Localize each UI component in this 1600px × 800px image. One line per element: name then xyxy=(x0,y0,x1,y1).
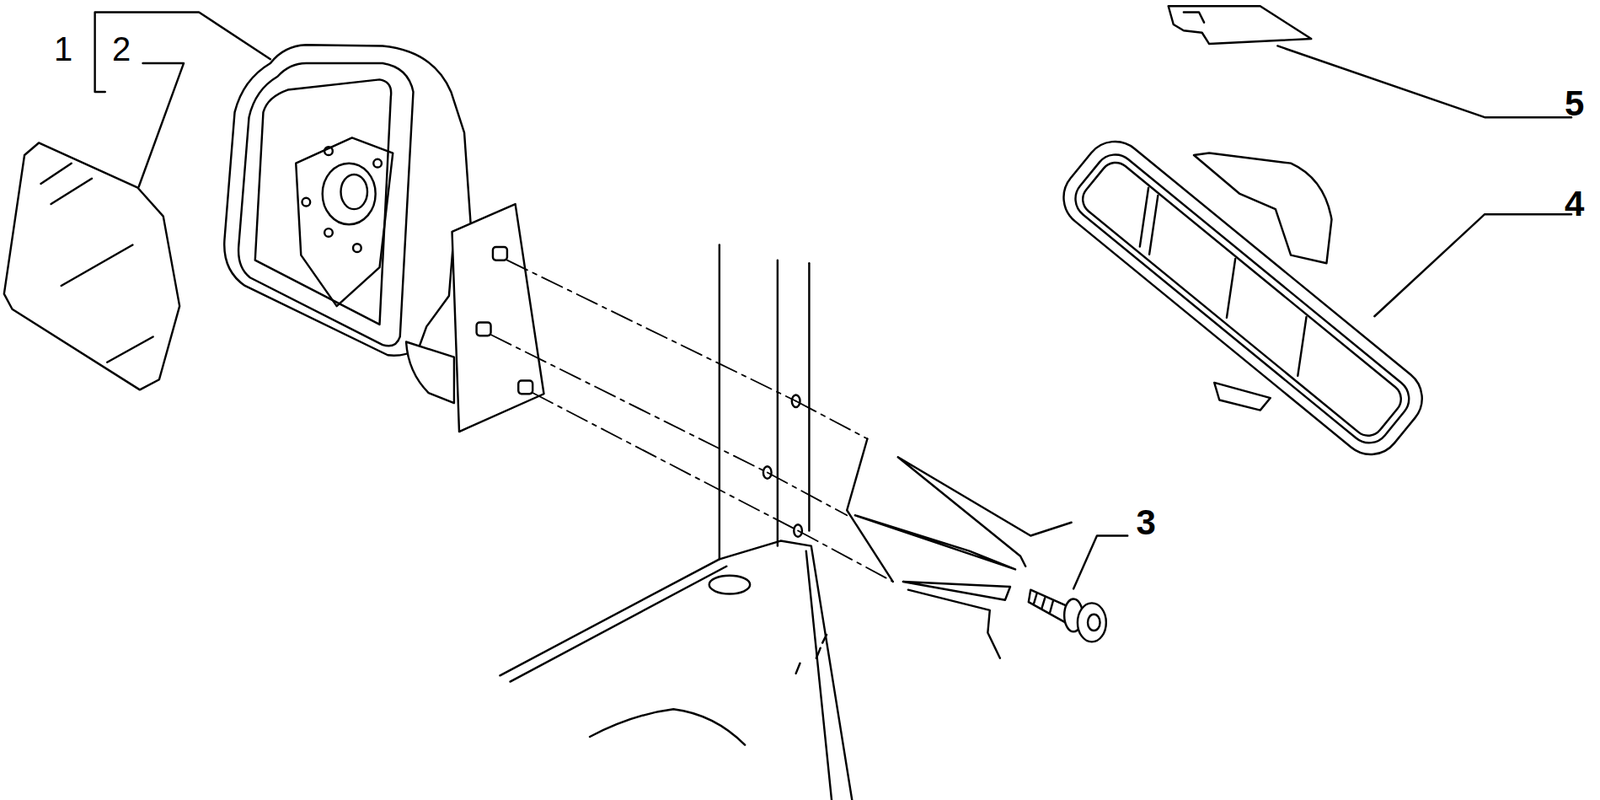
callout-number: 5 xyxy=(1564,85,1584,122)
callout-number: 1 xyxy=(53,32,73,66)
callout-number: 4 xyxy=(1564,186,1584,222)
callout-number: 3 xyxy=(1135,504,1156,541)
callout-number: 2 xyxy=(112,32,131,66)
